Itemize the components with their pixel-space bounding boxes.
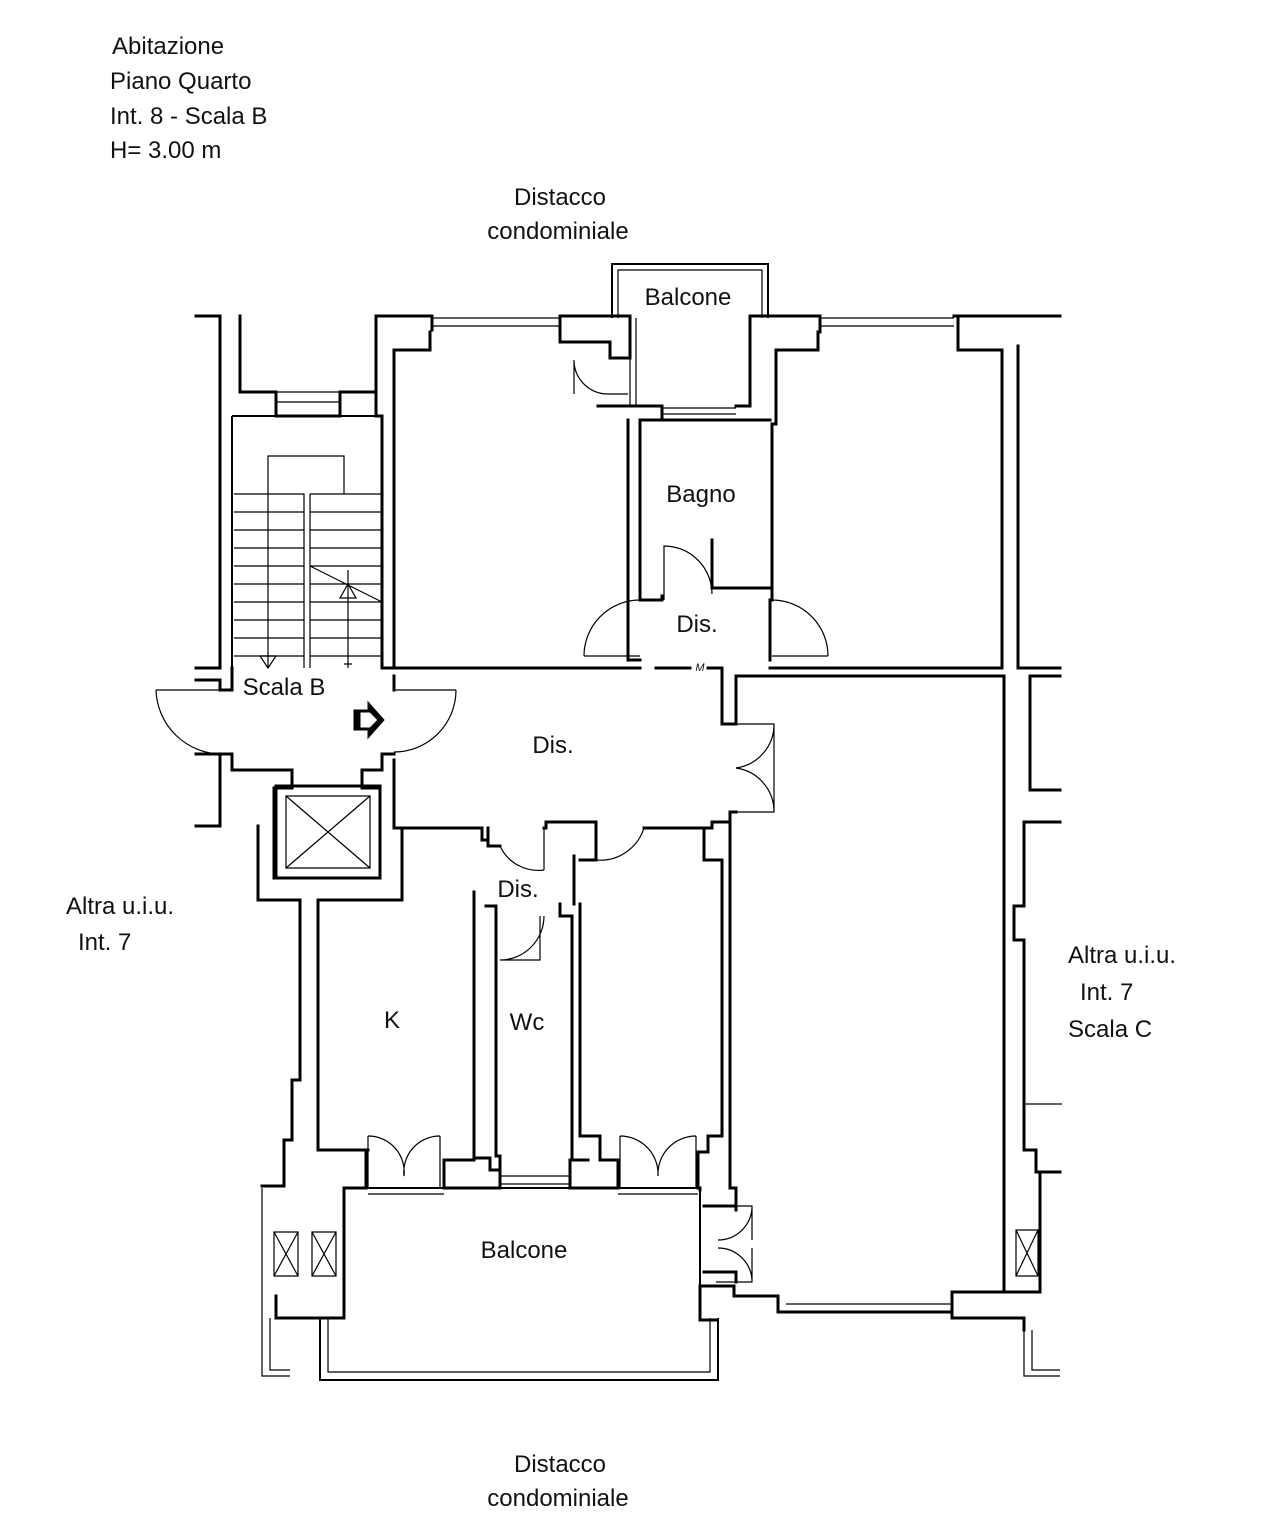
north-mark: M: [695, 662, 705, 674]
right-pier-bottom: [950, 1170, 1042, 1332]
balcone-bottom-frame-inner: [327, 1318, 711, 1373]
door-bedroom1: [583, 599, 641, 657]
shaft-left-2: [311, 1231, 337, 1277]
door-bagno: [663, 545, 713, 600]
walls: [194, 263, 1062, 1381]
bagno-window-top: [662, 407, 736, 415]
door-apartment-right: [393, 689, 457, 753]
right-neighbour-wall-middle: [1028, 674, 1062, 792]
bedroom1-window: [432, 317, 560, 327]
header-block: Abitazione Piano Quarto Int. 8 - Scala B…: [110, 33, 267, 164]
top-label-line-2: condominiale: [487, 218, 628, 245]
kitchen-left-wall: [316, 758, 404, 1152]
left-label-line-1: Altra u.i.u.: [66, 893, 174, 920]
elevator-cross: [285, 795, 371, 869]
bedroom3-right-wall: [696, 826, 724, 1162]
door-kitchen-balcone: [367, 1135, 441, 1188]
room-label-balcone-top: Balcone: [645, 284, 732, 311]
left-label-line-2: Int. 7: [78, 929, 131, 956]
shaft-left-1: [273, 1231, 299, 1277]
right-label-line-3: Scala C: [1068, 1016, 1152, 1043]
header-line-3: Int. 8 - Scala B: [110, 103, 267, 130]
doors: [155, 359, 829, 1283]
stairwell-inner: [231, 415, 382, 668]
shaft-right: [1015, 1229, 1039, 1277]
door-living-balcone-lower: [716, 1247, 753, 1283]
room-label-dis-main: Dis.: [532, 732, 573, 759]
left-neighbor-label: Altra u.i.u. Int. 7: [66, 893, 174, 956]
right-neighbor-label: Altra u.i.u. Int. 7 Scala C: [1068, 942, 1176, 1043]
door-bedroom3: [595, 827, 645, 861]
wc-window: [500, 1175, 570, 1185]
bagno-right-wall: [734, 314, 822, 662]
right-neighbour-wall-upper: [1016, 344, 1062, 670]
corridor-bottom-wall: [400, 810, 738, 842]
wc-right-wall: [558, 854, 590, 1162]
staircase: [234, 455, 383, 670]
elevator-shaft: [274, 784, 382, 880]
door-living-lower: [735, 767, 775, 813]
room-label-dis-small: Dis.: [497, 876, 538, 903]
room-label-wc: Wc: [510, 1009, 545, 1036]
right-neighbour-wall-lower: [1012, 820, 1062, 1174]
entrance-arrow-icon: [353, 700, 385, 740]
living-room-window: [786, 1303, 952, 1313]
door-apartment-left: [155, 689, 223, 755]
door-wc: [499, 915, 545, 961]
bedroom1-left-wall: [374, 314, 432, 670]
right-label-line-2: Int. 7: [1080, 979, 1133, 1006]
room-label-scala: Scala B: [243, 674, 326, 701]
bedroom2-window: [820, 317, 954, 327]
bottom-boundary-label: Distacco condominiale: [487, 1451, 628, 1512]
left-shaft-wall: [256, 824, 302, 1188]
balcone-top-frame-inner: [617, 269, 763, 318]
room-label-dis-upper: Dis.: [676, 611, 717, 638]
bottom-label-line-2: condominiale: [487, 1485, 628, 1512]
bagno-left-wall: [596, 404, 664, 602]
balcone-top-frame-outer: [611, 263, 769, 318]
header-line-2: Piano Quarto: [110, 68, 251, 95]
left-pier-bottom: [274, 1148, 368, 1320]
door-living-upper: [735, 723, 775, 769]
bedroom3-left-wall: [578, 902, 618, 1162]
left-neighbour-wall-upper: [194, 314, 222, 670]
living-room-bottom-pier: [698, 1284, 788, 1322]
wc-left-wall: [472, 890, 502, 1172]
header-line-1: Abitazione: [112, 33, 224, 60]
balcone-bottom-frame-outer: [319, 1318, 719, 1381]
door-dis-small: [499, 828, 545, 872]
bedroom1-right-pier: [558, 314, 632, 360]
header-line-4: H= 3.00 m: [110, 137, 221, 164]
bagno-door-jamb: [710, 538, 772, 590]
door-balcone-top: [573, 359, 628, 395]
room-label-balcone-bottom: Balcone: [481, 1237, 568, 1264]
room-label-bagno: Bagno: [666, 481, 735, 508]
top-boundary-label: Distacco condominiale: [487, 184, 628, 245]
top-label-line-1: Distacco: [514, 184, 606, 211]
left-neighbour-wall-middle: [194, 752, 222, 828]
door-living-balcone-upper: [716, 1205, 753, 1241]
utility-shafts: [273, 1229, 1039, 1277]
door-bedroom3-balcone: [619, 1135, 697, 1188]
door-bedroom2: [771, 599, 829, 657]
stair-top-wall: [238, 314, 434, 418]
room-label-kitchen: K: [384, 1007, 400, 1034]
bedroom2-walls: [768, 314, 1062, 670]
bottom-label-line-1: Distacco: [514, 1451, 606, 1478]
right-label-line-1: Altra u.i.u.: [1068, 942, 1176, 969]
